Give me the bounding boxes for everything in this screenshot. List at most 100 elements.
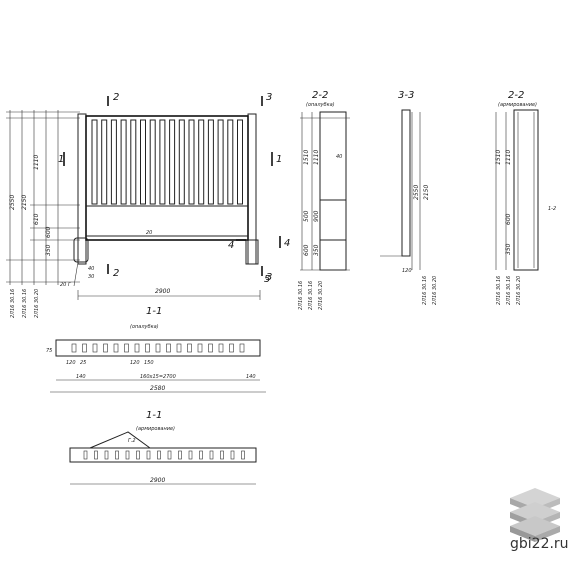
- dim-1510: 1510: [303, 150, 310, 165]
- section-33-title: 3-3: [398, 90, 414, 101]
- dim-160x15: 160х15=2700: [140, 374, 176, 380]
- pale: [149, 119, 156, 205]
- section-11-slots: [71, 343, 245, 353]
- s11-label-75: 75: [46, 348, 52, 354]
- slot: [229, 343, 234, 353]
- label-120: 120: [402, 268, 412, 274]
- section-mark-1-right: 1: [276, 154, 282, 165]
- pale: [188, 119, 195, 205]
- dim-2900: 2900: [150, 477, 165, 484]
- s22-label-1: 2Л16 30.16: [298, 281, 304, 310]
- section-22-subtitle: (опалубка): [306, 102, 335, 108]
- slot: [145, 343, 150, 353]
- panel-frame: [85, 115, 249, 241]
- section-mark-3-bottom: 3: [266, 272, 272, 283]
- dim-500: 500: [303, 210, 310, 222]
- pale: [227, 119, 234, 205]
- dim-1110: 1110: [33, 155, 40, 170]
- section-11-subtitle: (опалубка): [130, 324, 159, 330]
- pale: [130, 119, 137, 205]
- left-post: [77, 113, 87, 265]
- s22-label-2: 2Л16 30.16: [308, 281, 314, 310]
- pale: [101, 119, 108, 205]
- pale: [91, 119, 98, 205]
- watermark-text[interactable]: gbi22.ru: [510, 536, 569, 552]
- section-11-title: 1-1: [146, 306, 162, 317]
- label-40: 40: [88, 266, 94, 272]
- dim-1510: 1510: [495, 150, 502, 165]
- slot: [113, 343, 119, 353]
- slot: [124, 343, 129, 353]
- s33-label-1: 2Л16 30.16: [422, 276, 428, 305]
- rebar-slot: [125, 450, 130, 460]
- slot: [176, 343, 182, 353]
- rebar-slot: [157, 450, 161, 460]
- s11-label-120: 120: [66, 360, 76, 366]
- slot: [92, 343, 98, 353]
- pale: [207, 119, 214, 205]
- rebar-slot: [209, 450, 214, 460]
- pale: [110, 119, 117, 205]
- label-20g: 20 Г: [60, 282, 72, 288]
- rebar-mark-g2: Г.2: [128, 438, 136, 444]
- layers-icon: [510, 488, 560, 542]
- slot: [82, 343, 87, 353]
- label-30: 30: [88, 274, 94, 280]
- pale: [237, 119, 243, 205]
- dim-1110: 1110: [505, 150, 512, 165]
- slot: [187, 343, 192, 353]
- section-11r-beam: [69, 447, 257, 463]
- section-mark-5: 5: [264, 274, 270, 285]
- section-22r-title: 2-2: [508, 90, 524, 101]
- pales: [91, 119, 243, 205]
- front-view: 2550 2150 1110 610 600 350 2Л16 30.16 2Л…: [6, 92, 290, 318]
- dim-40: 40: [336, 154, 342, 160]
- dim-2150: 2150: [21, 195, 28, 210]
- section-mark-4-right: 4: [284, 238, 290, 249]
- dim-350: 350: [505, 243, 512, 255]
- dim-2150: 2150: [423, 185, 430, 200]
- s11-label-120b: 120: [130, 360, 140, 366]
- dim-1110: 1110: [313, 150, 320, 165]
- rebar-slot: [241, 450, 245, 460]
- dim-350: 350: [313, 244, 320, 256]
- section-3-3: 3-3 2550 2150 120 2Л16 30.16 2Л16 30.20: [380, 90, 438, 305]
- section-mark-2-top: 2: [113, 92, 119, 103]
- mark-label-3: 2Л16 30.20: [34, 289, 40, 318]
- section-22r-post: [513, 109, 539, 271]
- rebar-slot: [230, 450, 235, 460]
- dim-2580: 2580: [150, 385, 165, 392]
- rebar-slot: [115, 450, 119, 460]
- section-22-title: 2-2: [312, 90, 328, 101]
- section-11-beam: [55, 339, 261, 357]
- s11-label-140-r: 140: [246, 374, 256, 380]
- pale: [159, 119, 166, 205]
- section-mark-4-left: 4: [228, 240, 234, 251]
- slot: [239, 343, 245, 353]
- section-22-post: [319, 111, 347, 271]
- rebar-mark: 1-2: [548, 206, 556, 212]
- pale: [198, 119, 205, 205]
- section-1-1-formwork: 1-1 (опалубка) 160х15=2700 2580 140 140 …: [46, 306, 266, 393]
- slot: [208, 343, 213, 353]
- section-1-1-rebar: 1-1 (армирование) Г.2 2900: [69, 410, 257, 485]
- rebar-slot: [167, 450, 172, 460]
- section-2-2-rebar: 2-2 (армирование) 1510 1110 600 350 1-2 …: [495, 90, 556, 305]
- pale: [217, 119, 224, 205]
- section-marks: 2 2 3 3 1 1 4 4 5: [58, 92, 290, 285]
- s22r-label-1: 2Л16 30.16: [496, 276, 502, 305]
- pale: [178, 119, 185, 205]
- right-post: [247, 113, 257, 265]
- section-mark-1-left: 1: [58, 154, 64, 165]
- slot: [166, 343, 171, 353]
- mark-label-1: 2Л16 30.16: [10, 289, 16, 318]
- rebar-slot: [146, 450, 151, 460]
- s22r-label-3: 2Л16 30.20: [516, 276, 522, 305]
- pale: [120, 119, 127, 205]
- dim-600: 600: [45, 226, 52, 238]
- dim-2550: 2550: [9, 195, 16, 210]
- dim-900: 900: [313, 210, 320, 222]
- dim-610: 610: [33, 213, 40, 225]
- s33-label-2: 2Л16 30.20: [432, 276, 438, 305]
